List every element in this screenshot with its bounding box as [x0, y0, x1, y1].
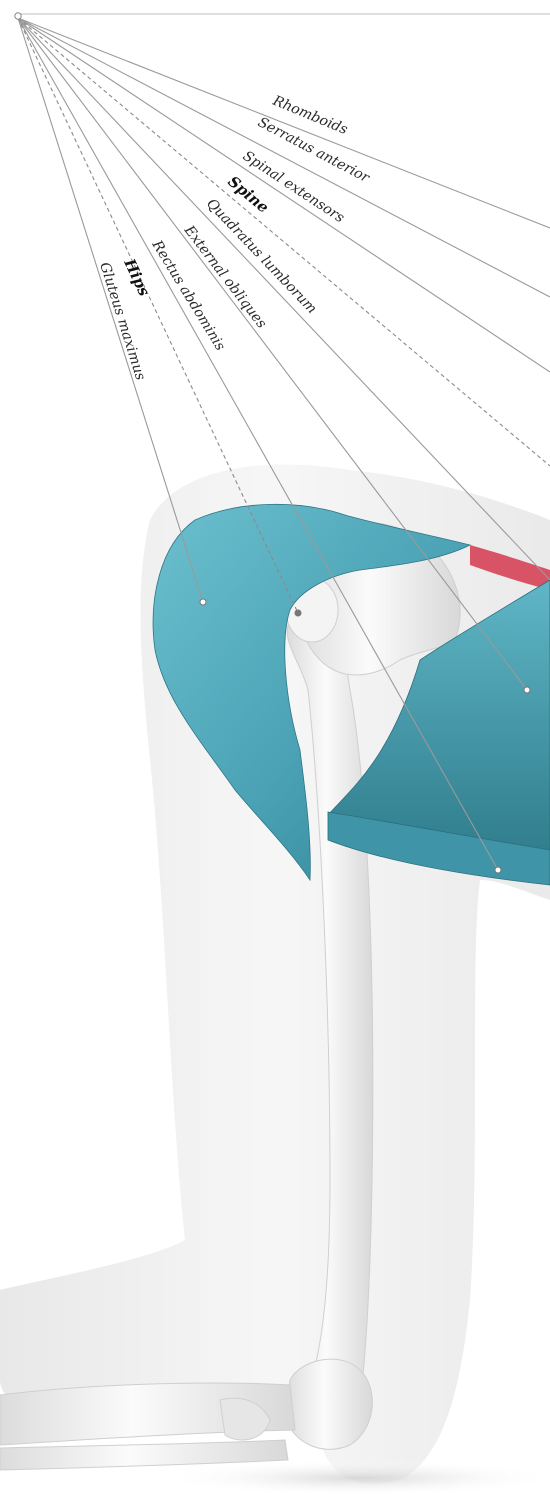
endpoint-dot-rectus	[495, 867, 501, 873]
label-hips: Hips	[120, 255, 154, 299]
label-spine: Spine	[224, 172, 272, 216]
endpoint-dot-gluteus	[200, 599, 206, 605]
leader-spinal-extensors	[18, 18, 550, 372]
endpoint-dot-obliques	[524, 687, 530, 693]
endpoint-dot-hips	[295, 610, 301, 616]
leader-spine	[18, 18, 550, 466]
anchor-dot	[15, 13, 21, 19]
labels: Rhomboids Serratus anterior Spinal exten…	[96, 93, 373, 383]
leader-serratus-anterior	[18, 18, 550, 297]
